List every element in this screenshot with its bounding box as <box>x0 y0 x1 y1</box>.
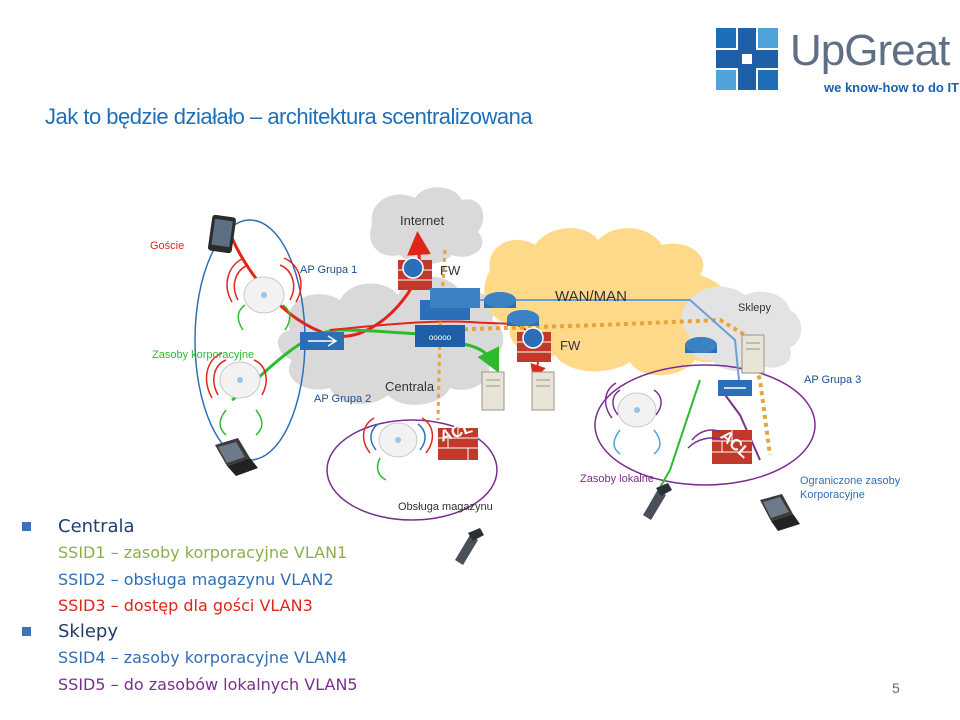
bullet-square-icon <box>22 522 31 531</box>
sklepy-label: Sklepy <box>738 302 772 314</box>
tablet-icon <box>207 214 237 254</box>
core-switch-icon: ooooo <box>415 288 480 347</box>
internet-firewall-icon <box>398 257 432 290</box>
zasoby-lokalne-label: Zasoby lokalne <box>580 473 654 485</box>
bullet-list: Centrala SSID1 – zasoby korporacyjne VLA… <box>22 514 358 698</box>
sklepy-router-icon <box>685 337 717 353</box>
svg-text:ooooo: ooooo <box>429 333 452 342</box>
fw-top-label: FW <box>440 263 461 278</box>
bullet-sklepy: Sklepy <box>22 619 358 645</box>
ap-grupa-2-switch-icon <box>300 332 344 350</box>
ap-grupa-2-access-point-icon <box>205 352 267 436</box>
bullet-square-icon <box>22 627 31 637</box>
warehouse-access-point-icon <box>362 417 434 481</box>
sklepy-switch-icon <box>718 380 752 396</box>
logo-cross-icon <box>712 24 782 94</box>
ap-grupa-2-label: AP Grupa 2 <box>314 393 372 405</box>
wan-router-1-icon <box>484 292 516 308</box>
obsluga-magazynu-label: Obsługa magazynu <box>398 501 493 513</box>
logo-tagline: we know-how to do IT <box>824 80 960 95</box>
ograniczone-zasoby-label: Ograniczone zasoby <box>800 475 901 487</box>
sklepy-wifi-arcs-icon <box>687 429 723 449</box>
internet-label: Internet <box>400 213 445 228</box>
barcode-scanner-sklepy-icon <box>643 483 672 520</box>
bullet-ssid2: SSID2 – obsługa magazynu VLAN2 <box>58 569 334 589</box>
zasoby-korporacyjne-label: Zasoby korporacyjne <box>152 349 255 361</box>
wan-firewall-icon <box>517 327 551 362</box>
page-number: 5 <box>892 680 900 696</box>
sklepy-local-link <box>649 379 701 506</box>
bullet-ssid1: SSID1 – zasoby korporacyjne VLAN1 <box>58 543 348 563</box>
warehouse-group-ellipse <box>326 419 498 521</box>
slide-title: Jak to będzie działało – architektura sc… <box>45 104 533 129</box>
acl-firewall-centrala-icon <box>438 428 478 460</box>
ap-grupa-3-group-ellipse <box>594 364 816 486</box>
wan-man-label: WAN/MAN <box>555 288 627 305</box>
bullet-ssid4: SSID4 – zasoby korporacyjne VLAN4 <box>58 648 348 668</box>
acl-firewall-sklepy-icon <box>712 430 752 464</box>
laptop-sklepy-icon <box>760 494 800 531</box>
ap-grupa-1-label: AP Grupa 1 <box>300 264 358 276</box>
wan-dotted-link <box>439 317 772 456</box>
goscie-label: Goście <box>150 240 185 252</box>
logo-wordmark: UpGreat <box>790 26 950 75</box>
ap-grupa-1-access-point-icon <box>226 257 302 331</box>
bullet-text: Centrala <box>58 516 135 537</box>
laptop-centrala-icon <box>215 438 258 476</box>
internet-cloud <box>370 187 484 265</box>
wan-router-2-icon <box>507 310 539 326</box>
korporacyjne-label: Korporacyjne <box>800 489 865 501</box>
centrala-server-1-icon <box>481 371 505 411</box>
bullet-text: Sklepy <box>58 621 119 643</box>
sklepy-purple-link <box>719 387 761 461</box>
centrala-server-2-icon <box>531 371 555 411</box>
bullet-centrala: Centrala <box>22 514 358 540</box>
sklepy-server-icon <box>741 334 765 374</box>
bullet-ssid3: SSID3 – dostęp dla gości VLAN3 <box>58 595 313 615</box>
centrala-label: Centrala <box>385 379 435 394</box>
sklepy-access-point-icon <box>604 382 662 455</box>
barcode-scanner-centrala-icon <box>455 528 484 565</box>
bullet-ssid5: SSID5 – do zasobów lokalnych VLAN5 <box>58 674 358 694</box>
upgreat-logo: UpGreat we know-how to do IT <box>712 20 959 105</box>
ap-grupa-3-label: AP Grupa 3 <box>804 374 862 386</box>
fw-mid-label: FW <box>560 338 581 353</box>
